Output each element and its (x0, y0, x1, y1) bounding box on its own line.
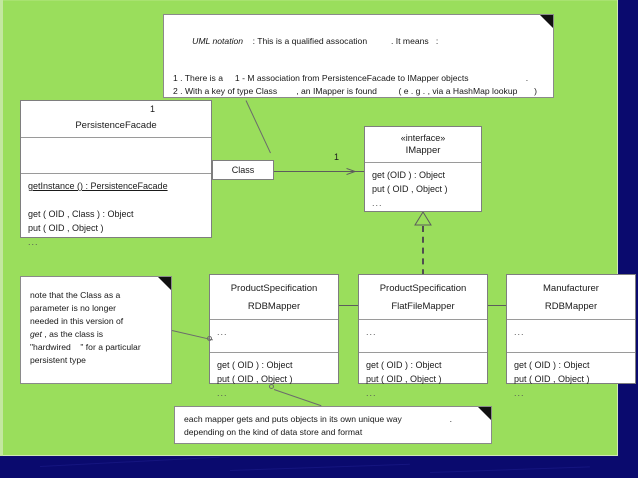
operation-ellipsis: ... (372, 198, 383, 208)
class-stereotype-imapper: «interface» (400, 133, 446, 143)
class-box-product-specification-flat-file-mapper[interactable]: ProductSpecification FlatFileMapper ... … (358, 274, 488, 398)
note-fold-icon (158, 277, 171, 290)
operation-put: put ( OID , Object ) (366, 374, 442, 384)
slide-frame-right (619, 0, 638, 478)
note-body: UML notation : This is a qualified assoc… (164, 15, 553, 105)
note-leader-anchor-left (207, 336, 212, 341)
note-line: "hardwired " for a particular (30, 342, 141, 352)
operation-put: put ( OID , Object ) (28, 223, 104, 233)
note-body: each mapper gets and puts objects in its… (175, 407, 491, 445)
note-line: needed in this version of (30, 316, 124, 326)
realization-dashed-line (422, 226, 424, 286)
note-line-rest: : This is a qualified assocation . It me… (243, 36, 439, 46)
note-line: depending on the kind of data store and … (184, 427, 363, 437)
operation-ellipsis: ... (217, 388, 228, 398)
class-divider (21, 173, 211, 174)
note-fold-icon (478, 407, 491, 420)
operation-put: put ( OID , Object ) (372, 184, 448, 194)
class-name-line1: ProductSpecification (230, 283, 318, 294)
class-divider (210, 319, 338, 320)
class-divider (365, 162, 481, 163)
note-line: UML notation : This is a qualified assoc… (173, 22, 544, 61)
association-line-facade-imapper (274, 171, 364, 172)
class-box-persistence-facade[interactable]: PersistenceFacade getInstance () : Persi… (20, 100, 212, 247)
operation-get: get (OID ) : Object (372, 170, 446, 180)
uml-notation-note: UML notation : This is a qualified assoc… (163, 14, 554, 98)
class-name-line1: ProductSpecification (379, 283, 467, 294)
note-emphasis-get: get (30, 329, 42, 339)
operation-get: get ( OID ) : Object (514, 360, 590, 370)
class-operations: get ( OID ) : Object put ( OID , Object … (210, 353, 338, 405)
class-divider (507, 352, 635, 353)
operation-get: get ( OID ) : Object (366, 360, 442, 370)
class-operations: get ( OID ) : Object put ( OID , Object … (507, 353, 635, 405)
class-parameter-note: note that the Class as a parameter is no… (20, 276, 172, 384)
operation-get: get ( OID ) : Object (217, 360, 293, 370)
class-name-persistence-facade: PersistenceFacade (75, 120, 157, 131)
note-body: note that the Class as a parameter is no… (21, 277, 171, 379)
note-leader-anchor-bottom (269, 384, 274, 389)
operation-put: put ( OID , Object ) (514, 374, 590, 384)
class-box-product-specification-rdb-mapper[interactable]: ProductSpecification RDBMapper ... get (… (209, 274, 339, 398)
class-attributes-persistence-facade (21, 138, 211, 173)
class-operations-persistence-facade: getInstance () : PersistenceFacade get (… (21, 174, 211, 254)
qualifier-label: Class (231, 165, 255, 175)
class-operations: get ( OID ) : Object put ( OID , Object … (359, 353, 487, 405)
class-box-manufacturer-rdb-mapper[interactable]: Manufacturer RDBMapper ... get ( OID ) :… (506, 274, 636, 398)
note-emphasis: UML notation (192, 36, 244, 46)
operation-ellipsis: ... (28, 237, 39, 247)
class-name-line2: RDBMapper (247, 301, 301, 312)
multiplicity-persistence-facade: 1 (150, 104, 156, 114)
note-line: 2 . With a key of type Class , an IMappe… (173, 86, 537, 96)
class-divider (21, 137, 211, 138)
class-divider (210, 352, 338, 353)
operation-put: put ( OID , Object ) (217, 374, 293, 384)
class-box-imapper[interactable]: «interface» IMapper get (OID ) : Object … (364, 126, 482, 212)
note-fold-icon (540, 15, 553, 28)
operation-getinstance: getInstance () : PersistenceFacade (28, 181, 168, 191)
note-line: get , as the class is (30, 328, 162, 341)
mapper-behaviour-note: each mapper gets and puts objects in its… (174, 406, 492, 444)
class-attributes: ... (217, 327, 228, 337)
note-line (173, 61, 544, 72)
class-name-line1: Manufacturer (543, 283, 599, 294)
class-name-line2: FlatFileMapper (391, 301, 455, 312)
note-line: 1 . There is a 1 - M association from Pe… (173, 73, 529, 83)
note-line: each mapper gets and puts objects in its… (184, 414, 452, 424)
realization-triangle-icon (414, 212, 432, 226)
multiplicity-imapper-association: 1 (334, 152, 340, 162)
operation-ellipsis: ... (514, 388, 525, 398)
slide-left-edge (0, 0, 3, 456)
class-divider (507, 319, 635, 320)
class-name-line2: RDBMapper (544, 301, 598, 312)
class-divider (359, 319, 487, 320)
class-divider (359, 352, 487, 353)
note-line-rest: , as the class is (41, 329, 104, 339)
class-attributes: ... (514, 327, 525, 337)
operation-spacer (28, 193, 205, 207)
note-line: persistent type (30, 355, 86, 365)
operation-get: get ( OID , Class ) : Object (28, 209, 134, 219)
note-line: parameter is no longer (30, 303, 116, 313)
class-operations-imapper: get (OID ) : Object put ( OID , Object )… (365, 163, 481, 215)
operation-ellipsis: ... (366, 388, 377, 398)
note-line: note that the Class as a (30, 290, 121, 300)
qualifier-box-class[interactable]: Class (212, 160, 274, 180)
class-attributes: ... (366, 327, 377, 337)
class-name-imapper: IMapper (405, 145, 441, 156)
